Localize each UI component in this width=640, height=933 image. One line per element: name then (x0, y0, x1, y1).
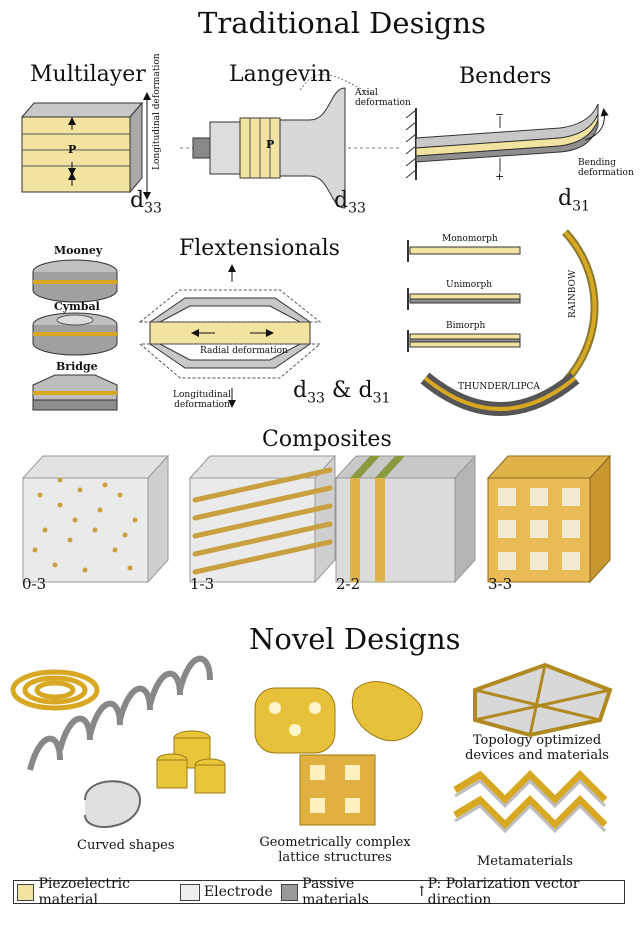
rainbow-label: RAINBOW (568, 269, 578, 318)
flextensional-longitudinal-label: Longitudinal deformation (173, 390, 231, 410)
benders-coefficient: d31 (558, 186, 590, 215)
benders-title: Benders (459, 64, 552, 89)
longitudinal-deformation-label: Longitudinal deformation (152, 53, 162, 170)
legend: Piezoelectric material Electrode Passive… (13, 876, 625, 908)
unimorph-label: Unimorph (446, 280, 493, 290)
legend-electrode: Electrode (179, 883, 273, 901)
mooney-label: Mooney (54, 244, 103, 257)
legend-passive-label: Passive materials (302, 876, 369, 908)
bimorph-label: Bimorph (446, 321, 486, 331)
bending-deformation-label: Bending deformation (578, 158, 634, 178)
polarization-arrow-icon: ↑ (415, 884, 428, 900)
bender-cantilever (405, 103, 609, 180)
curved-shapes-label: Curved shapes (77, 838, 175, 853)
langevin-coefficient: d33 (334, 188, 366, 217)
metamaterials-label: Metamaterials (477, 854, 573, 869)
flextensional-main (138, 264, 322, 408)
curved-shapes (10, 655, 226, 828)
composite-1-3-label: 1-3 (190, 575, 215, 593)
topology-optimized-label: Topology optimized devices and materials (465, 733, 609, 763)
cymbal-label: Cymbal (54, 300, 100, 313)
rainbow-thunder (420, 229, 599, 416)
lattice-structures (254, 681, 423, 826)
legend-polarization: ↑ P: Polarization vector direction (416, 876, 616, 908)
composite-2-2-label: 2-2 (336, 575, 361, 593)
composites-title: Composites (262, 427, 392, 452)
flextensional-coefficients: d33 & d31 (293, 378, 391, 407)
radial-deformation-label: Radial deformation (200, 346, 288, 356)
axial-deformation-label: Axial deformation (355, 88, 411, 108)
langevin-polarization-label: P (266, 138, 275, 151)
bridge-label: Bridge (56, 360, 98, 373)
lattice-structures-label: Geometrically complex lattice structures (259, 835, 411, 865)
topology-metamaterials (453, 662, 613, 834)
legend-electrode-swatch (179, 883, 200, 901)
langevin-title: Langevin (229, 62, 332, 87)
composite-3-3-label: 3-3 (488, 575, 513, 593)
bender-types (407, 240, 521, 352)
monomorph-label: Monomorph (442, 234, 498, 244)
composite-0-3-label: 0-3 (22, 575, 47, 593)
multilayer-coefficient: d33 (130, 188, 162, 217)
multilayer-title: Multilayer (30, 62, 146, 87)
flextensionals-title: Flextensionals (179, 236, 340, 261)
multilayer-stack (20, 92, 151, 200)
bender-plus-sign: + (495, 170, 505, 183)
legend-electrode-label: Electrode (203, 884, 273, 900)
traditional-designs-title: Traditional Designs (198, 6, 486, 40)
langevin-transducer (180, 73, 400, 209)
legend-polarization-label: P: Polarization vector direction (427, 876, 580, 908)
flextensional-variants (32, 259, 118, 411)
multilayer-polarization-label: P (68, 143, 77, 156)
legend-piezo: Piezoelectric material (17, 876, 172, 908)
composite-cubes (21, 454, 612, 584)
legend-piezo-label: Piezoelectric material (38, 876, 130, 908)
legend-passive: Passive materials (280, 876, 408, 908)
thunder-lipca-label: THUNDER/LIPCA (458, 382, 540, 392)
legend-piezo-swatch (17, 883, 35, 901)
bender-minus-sign: − (495, 108, 505, 121)
novel-designs-title: Novel Designs (249, 622, 461, 656)
legend-passive-swatch (280, 883, 299, 901)
